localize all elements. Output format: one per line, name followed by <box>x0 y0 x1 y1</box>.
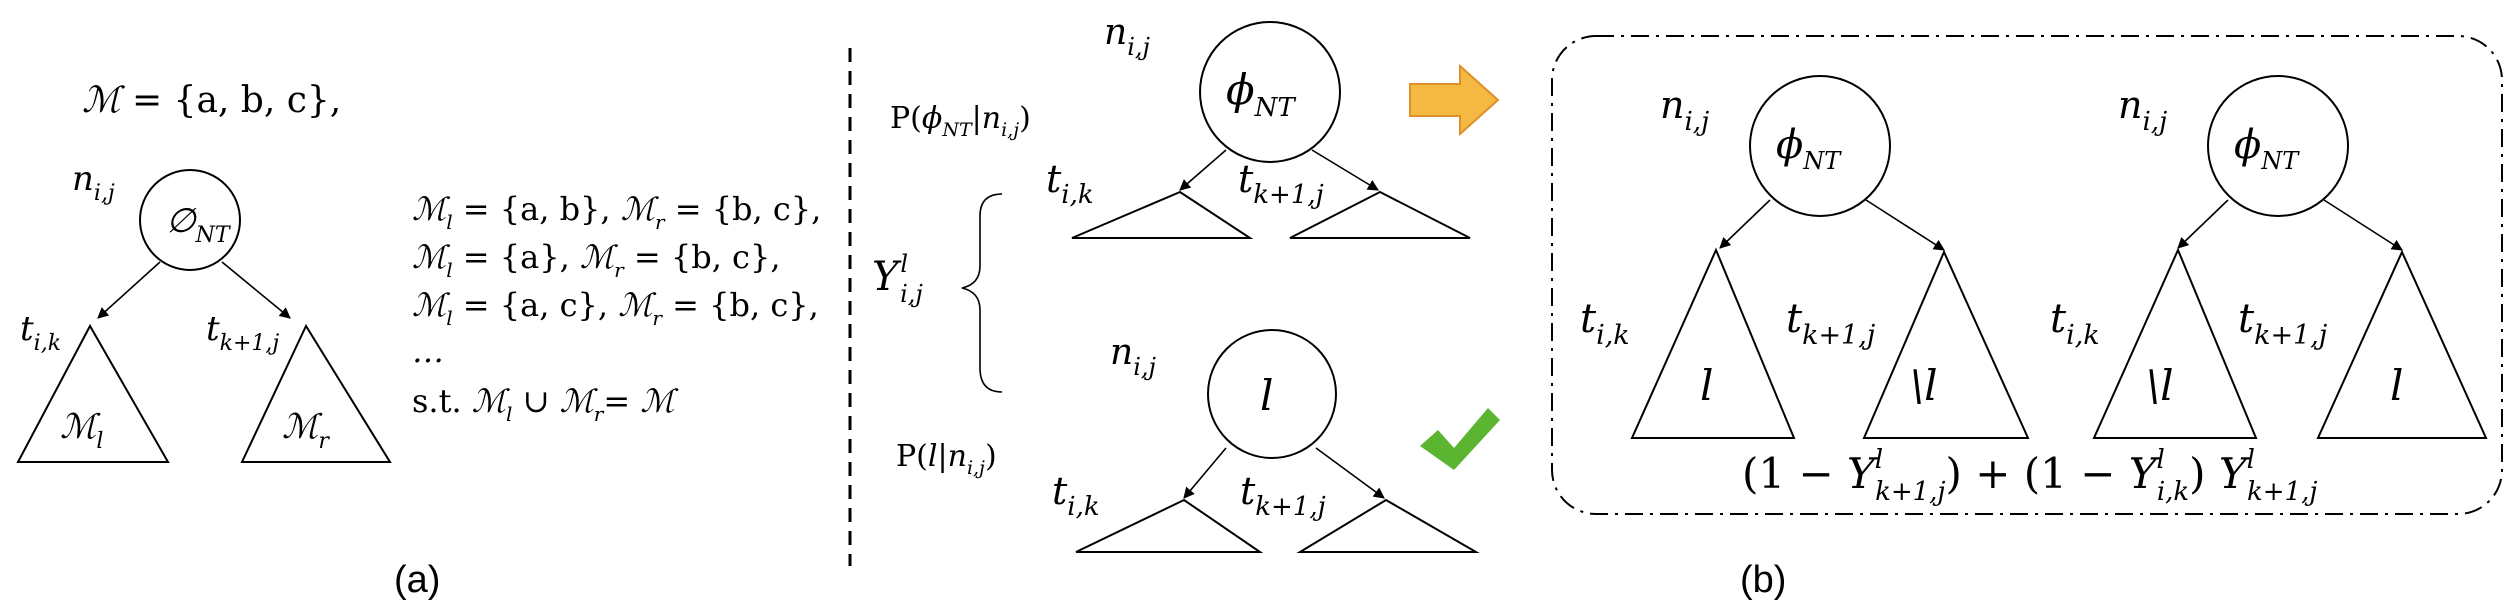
edge-right-bottom <box>1315 447 1385 499</box>
nonterminal-node-b2 <box>2207 75 2349 217</box>
split-list: ℳl = {a, b}, ℳr = {b, c}, ℳl = {a}, ℳr =… <box>412 190 821 426</box>
curly-brace <box>961 193 1003 393</box>
node-symbol-b2: ϕNT <box>2234 122 2300 175</box>
node-symbol-a: ∅NT <box>166 201 232 248</box>
left-child-label-b2: ti,k <box>2050 296 2100 351</box>
nonterminal-node-a <box>139 169 241 271</box>
caption-b: (b) <box>1740 559 1786 601</box>
left-child-label-b1: ti,k <box>1580 296 1630 351</box>
left-subtree-label-b1: l <box>1700 361 1713 410</box>
prob-terminal: P(l|ni,j) <box>896 439 997 479</box>
right-subtree-label-b1: \l <box>1910 361 1938 410</box>
prob-nonterminal: P(ϕNT|ni,j) <box>890 101 1031 141</box>
edge-right-b2 <box>2323 199 2403 251</box>
node-label-top: ni,j <box>1104 12 1150 61</box>
right-subtree-label-a: ℳr <box>282 407 330 454</box>
node-label-bottom: ni,j <box>1110 332 1156 381</box>
split-row: ℳl = {a, c}, ℳr = {b, c}, <box>412 286 819 330</box>
left-subtree-bottom <box>1075 498 1264 553</box>
dashed-dotted-frame <box>1551 35 2503 515</box>
nonterminal-node-top <box>1199 21 1341 163</box>
panel-b: ni,j ϕNT ti,k tk+1,j l \l ni,j ϕNT ti,k … <box>1551 35 2503 601</box>
right-subtree-b2 <box>2316 249 2488 439</box>
set-definition: ℳ = {a, b, c}, <box>82 80 341 121</box>
right-subtree-top <box>1289 190 1471 239</box>
checkmark-icon <box>1420 408 1500 470</box>
left-child-label-top: ti,k <box>1046 157 1094 210</box>
edge-left-b2 <box>2177 199 2229 249</box>
node-label-b2: ni,j <box>2118 83 2167 137</box>
right-subtree-a <box>240 323 392 463</box>
right-arrow-icon <box>1409 63 1500 137</box>
edge-left-a <box>97 261 161 319</box>
split-constraint: s.t. ℳl ∪ ℳr= ℳ <box>412 382 679 426</box>
edge-left-bottom <box>1183 447 1227 499</box>
right-child-label-b2: tk+1,j <box>2238 296 2327 351</box>
edge-left-top <box>1179 149 1227 191</box>
left-subtree-label-b2: \l <box>2146 361 2174 410</box>
right-subtree-label-b2: l <box>2390 361 2403 410</box>
node-label-a: ni,j <box>72 159 115 206</box>
left-subtree-b2 <box>2092 247 2258 439</box>
left-child-label-bottom: ti,k <box>1052 469 1100 522</box>
right-child-label-bottom: tk+1,j <box>1240 469 1326 522</box>
edge-right-top <box>1311 149 1379 191</box>
node-symbol-bottom: l <box>1260 371 1273 420</box>
left-subtree-b1 <box>1630 247 1796 439</box>
left-subtree-a <box>16 323 170 463</box>
edge-right-b1 <box>1865 199 1945 251</box>
edge-right-a <box>221 261 291 319</box>
split-row: ℳl = {a}, ℳr = {b, c}, <box>412 238 781 282</box>
terminal-node-bottom <box>1207 329 1337 459</box>
nonterminal-node-b1 <box>1749 75 1891 217</box>
right-child-label-a: tk+1,j <box>206 309 279 356</box>
panel-a: ℳ = {a, b, c}, ni,j ∅NT ti,k tk+1,j ℳl ℳ… <box>16 80 821 601</box>
node-label-b1: ni,j <box>1660 83 1709 137</box>
edge-left-b1 <box>1719 199 1771 249</box>
right-subtree-b1 <box>1862 249 2030 439</box>
right-subtree-bottom <box>1296 498 1480 553</box>
right-child-label-top: tk+1,j <box>1238 157 1324 210</box>
node-symbol-b1: ϕNT <box>1776 122 1842 175</box>
left-child-label-a: ti,k <box>20 309 61 356</box>
right-child-label-b1: tk+1,j <box>1786 296 1875 351</box>
node-symbol-top: ϕNT <box>1226 65 1296 123</box>
split-ellipsis: … <box>412 332 444 370</box>
split-row: ℳl = {a, b}, ℳr = {b, c}, <box>412 190 821 234</box>
left-subtree-label-a: ℳl <box>60 407 103 454</box>
left-subtree-top <box>1071 190 1254 239</box>
caption-a: (a) <box>394 559 440 601</box>
